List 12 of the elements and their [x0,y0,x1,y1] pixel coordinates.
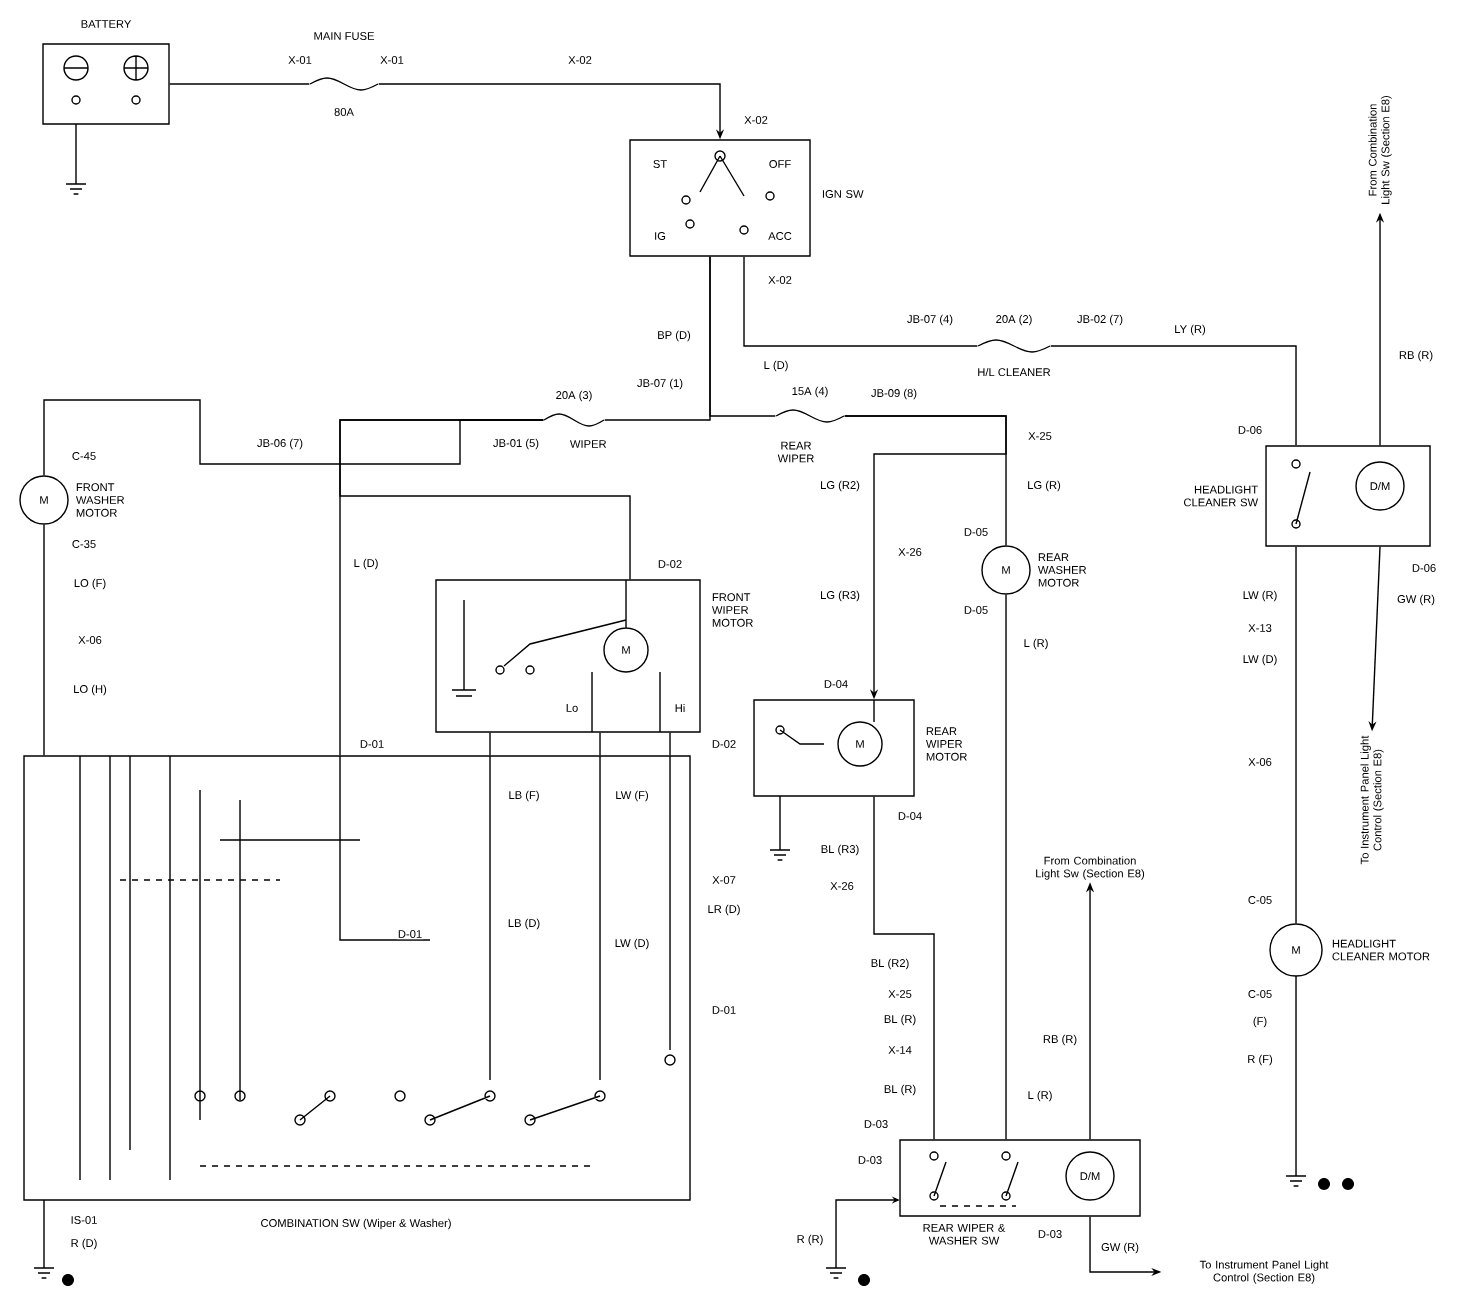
wire [743,256,979,347]
wire [1295,546,1297,925]
wire [873,796,935,1140]
wire [489,732,491,756]
wire [709,256,776,417]
wire [169,83,310,85]
wire [1050,345,1297,446]
wire [1005,594,1007,1140]
wire [669,732,671,756]
wire [339,419,544,756]
wire [43,524,45,756]
wire [599,732,601,756]
